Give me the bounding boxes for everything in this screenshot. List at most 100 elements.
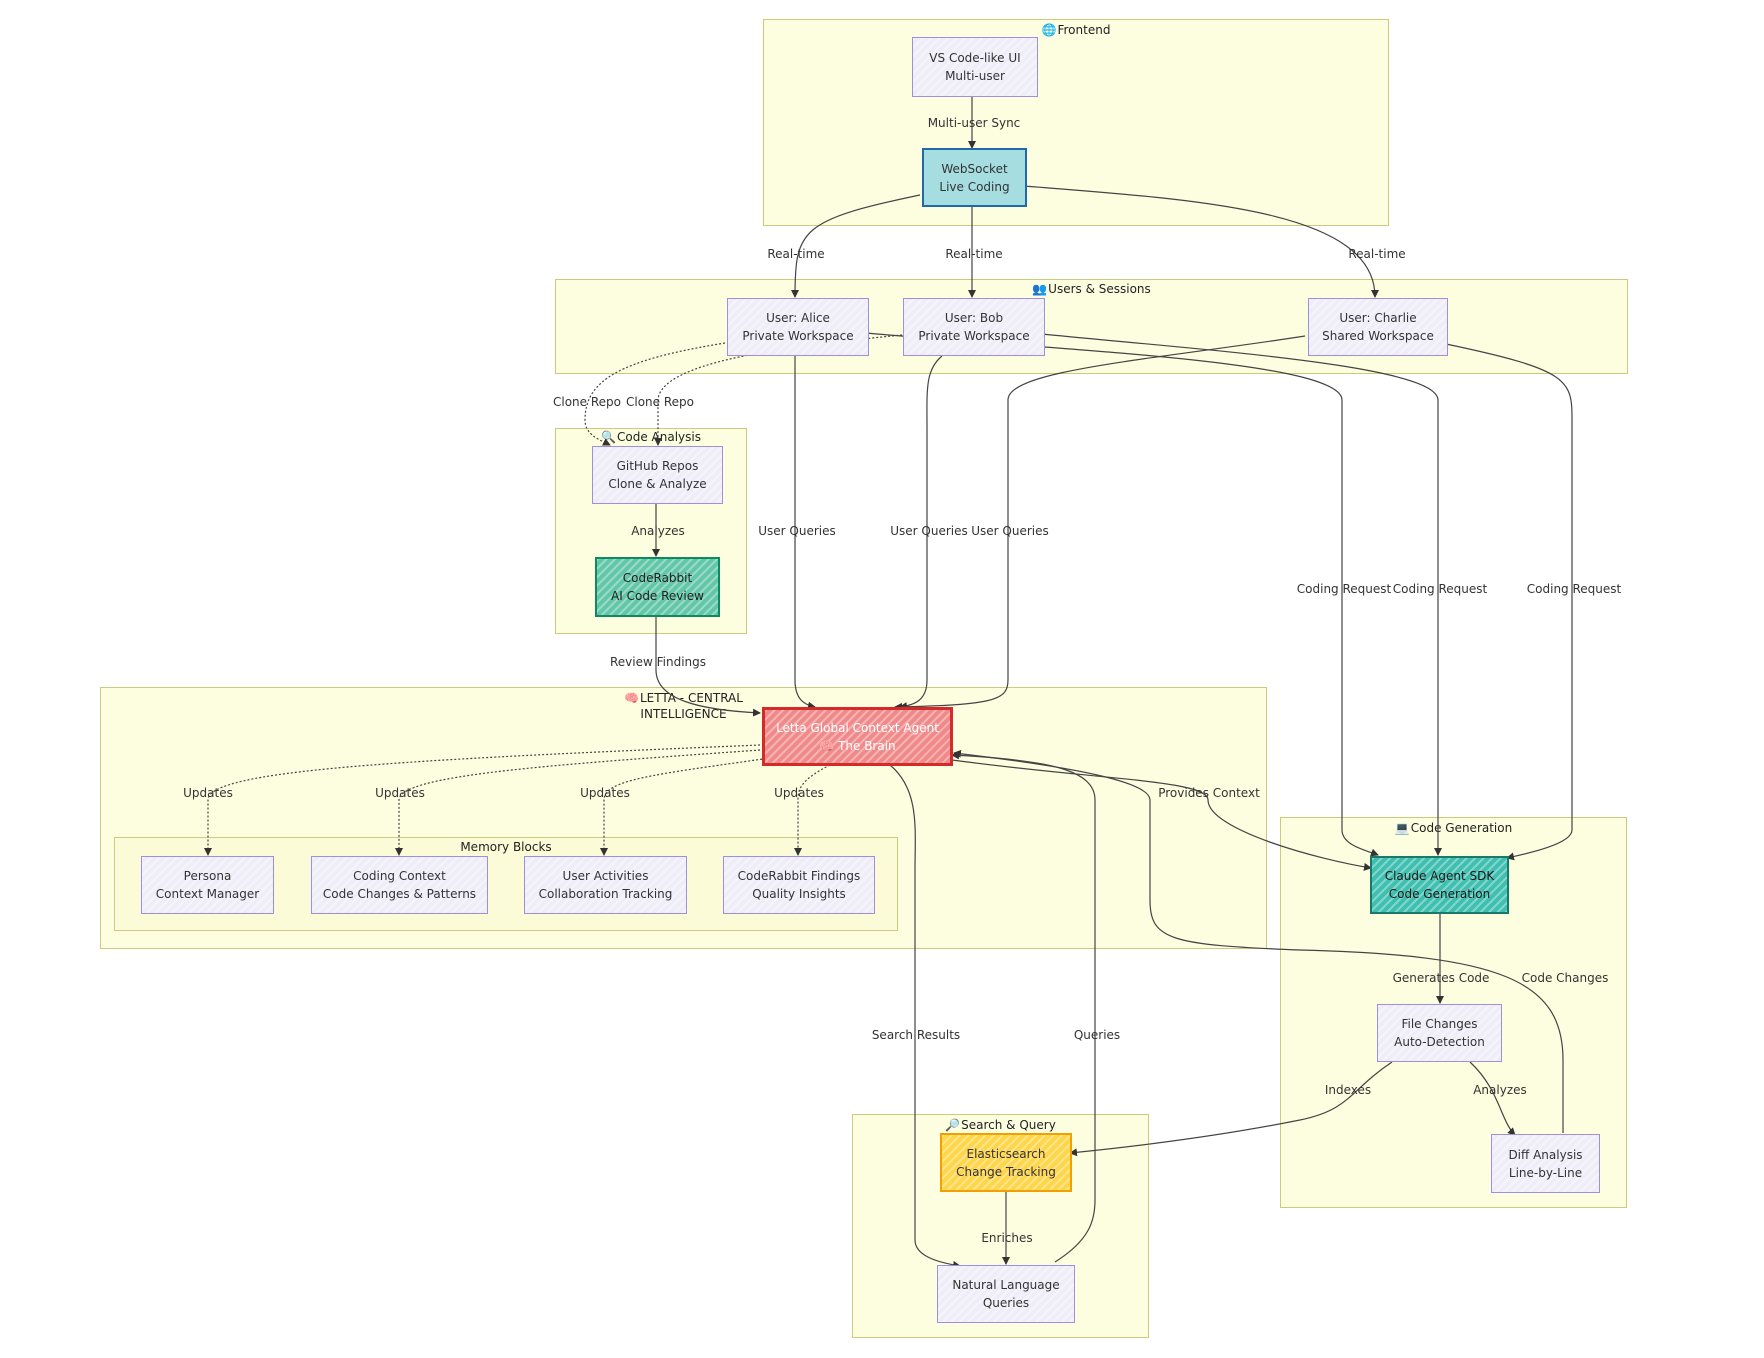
edge-file-changes-es bbox=[1069, 1061, 1393, 1157]
cluster-users-title: 👥Users & Sessions bbox=[556, 281, 1627, 297]
node-diff-analysis[interactable]: Diff Analysis Line-by-Line bbox=[1491, 1134, 1600, 1193]
node-elasticsearch[interactable]: Elasticsearch Change Tracking bbox=[940, 1133, 1072, 1192]
label-coding-request-3: Coding Request bbox=[1527, 582, 1622, 596]
node-charlie-line1: User: Charlie bbox=[1339, 311, 1417, 325]
label-multi-user-sync: Multi-user Sync bbox=[928, 116, 1021, 130]
edge-websocket-alice bbox=[791, 194, 921, 298]
label-search-results: Search Results bbox=[872, 1028, 960, 1042]
node-diff-line1: Diff Analysis bbox=[1508, 1147, 1583, 1162]
node-elasticsearch-line1: Elasticsearch bbox=[966, 1146, 1046, 1161]
label-updates-3: Updates bbox=[580, 786, 630, 800]
cluster-frontend-title: 🌐Frontend bbox=[764, 22, 1388, 38]
node-coderabbit-findings[interactable]: CodeRabbit Findings Quality Insights bbox=[723, 856, 875, 914]
node-bob-line2: Private Workspace bbox=[918, 329, 1030, 343]
edge-charlie-letta bbox=[894, 335, 1306, 711]
label-updates-4: Updates bbox=[774, 786, 824, 800]
node-persona-line1: Persona bbox=[183, 869, 232, 883]
node-github-repos[interactable]: GitHub Repos Clone & Analyze bbox=[592, 446, 723, 504]
node-user-activities-line2: Collaboration Tracking bbox=[538, 887, 673, 901]
node-cr-findings-line1: CodeRabbit Findings bbox=[737, 869, 861, 883]
node-persona[interactable]: Persona Context Manager bbox=[141, 856, 274, 914]
node-letta-agent[interactable]: Letta Global Context Agent 🧠 The Brain bbox=[762, 707, 953, 766]
node-nlq-line1: Natural Language bbox=[952, 1278, 1060, 1292]
node-file-changes[interactable]: File Changes Auto-Detection bbox=[1377, 1004, 1502, 1062]
node-nlq-line2: Queries bbox=[982, 1296, 1030, 1310]
edge-letta-claude bbox=[951, 759, 1372, 871]
node-coderabbit-line1: CodeRabbit bbox=[622, 571, 693, 585]
label-user-queries-bob: User Queries bbox=[890, 524, 968, 538]
node-coding-context-line1: Coding Context bbox=[353, 869, 446, 883]
node-claude-line1: Claude Agent SDK bbox=[1384, 869, 1495, 883]
node-websocket-line2: Live Coding bbox=[939, 179, 1010, 194]
label-enriches: Enriches bbox=[981, 1231, 1032, 1245]
cluster-frontend-label: Frontend bbox=[1057, 23, 1111, 37]
label-generates-code: Generates Code bbox=[1393, 971, 1490, 985]
brain-icon: 🧠 bbox=[624, 691, 639, 705]
cluster-letta-label-1: LETTA - CENTRAL bbox=[639, 691, 743, 705]
cluster-code-analysis-label: Code Analysis bbox=[616, 430, 701, 444]
label-user-queries-charlie: User Queries bbox=[971, 524, 1049, 538]
label-queries: Queries bbox=[1074, 1028, 1120, 1042]
edge-charlie-claude bbox=[1445, 343, 1573, 861]
cluster-search-title: 🔎Search & Query bbox=[853, 1117, 1148, 1133]
edge-letta-user-activities bbox=[600, 757, 771, 856]
label-clone-repo-1: Clone Repo bbox=[553, 395, 621, 409]
node-user-alice[interactable]: User: Alice Private Workspace bbox=[727, 298, 869, 356]
node-claude-line2: Code Generation bbox=[1388, 887, 1491, 901]
node-bob-line1: User: Bob bbox=[944, 311, 1004, 325]
edge-alice-letta bbox=[794, 356, 816, 710]
node-vscode-line2: Multi-user bbox=[945, 69, 1005, 83]
cluster-frontend: 🌐Frontend bbox=[763, 19, 1389, 226]
node-coding-context[interactable]: Coding Context Code Changes & Patterns bbox=[311, 856, 488, 914]
label-clone-repo-2: Clone Repo bbox=[626, 395, 694, 409]
cluster-users-label: Users & Sessions bbox=[1048, 282, 1151, 296]
node-websocket-line1: WebSocket bbox=[941, 161, 1008, 176]
edge-bob-github bbox=[654, 334, 903, 446]
label-analyzes-2: Analyzes bbox=[1473, 1083, 1527, 1097]
node-letta-line2: 🧠 The Brain bbox=[819, 738, 896, 753]
label-analyzes-1: Analyzes bbox=[631, 524, 685, 538]
edge-bob-claude bbox=[1041, 333, 1442, 856]
node-user-charlie[interactable]: User: Charlie Shared Workspace bbox=[1308, 298, 1448, 356]
edge-bob-letta bbox=[899, 355, 943, 711]
node-natural-language-queries[interactable]: Natural Language Queries bbox=[937, 1265, 1075, 1323]
node-coderabbit-line2: AI Code Review bbox=[611, 589, 704, 603]
label-provides-context: Provides Context bbox=[1158, 786, 1260, 800]
globe-icon: 🌐 bbox=[1041, 23, 1057, 37]
node-github-line2: Clone & Analyze bbox=[608, 477, 707, 491]
node-alice-line2: Private Workspace bbox=[742, 329, 854, 343]
node-vscode-line1: VS Code-like UI bbox=[929, 51, 1021, 65]
cluster-letta-label-2: INTELLIGENCE bbox=[640, 707, 727, 721]
cluster-memory-blocks-label: Memory Blocks bbox=[460, 840, 552, 854]
node-user-bob[interactable]: User: Bob Private Workspace bbox=[903, 298, 1045, 356]
cluster-memory-blocks-title: Memory Blocks bbox=[115, 839, 897, 855]
label-realtime-charlie: Real-time bbox=[1348, 247, 1405, 261]
node-coderabbit[interactable]: CodeRabbit AI Code Review bbox=[595, 557, 720, 617]
cluster-search-label: Search & Query bbox=[961, 1118, 1056, 1132]
edge-letta-persona bbox=[204, 744, 761, 856]
node-coding-context-line2: Code Changes & Patterns bbox=[322, 887, 477, 901]
edge-file-changes-diff bbox=[1469, 1061, 1516, 1136]
node-vscode-ui[interactable]: VS Code-like UI Multi-user bbox=[912, 37, 1038, 97]
node-websocket[interactable]: WebSocket Live Coding bbox=[922, 148, 1027, 207]
label-indexes: Indexes bbox=[1325, 1083, 1371, 1097]
label-review-findings: Review Findings bbox=[610, 655, 706, 669]
label-realtime-bob: Real-time bbox=[945, 247, 1002, 261]
cluster-letta-title: 🧠LETTA - CENTRAL INTELLIGENCE bbox=[101, 690, 1266, 722]
label-updates-2: Updates bbox=[375, 786, 425, 800]
node-claude-agent-sdk[interactable]: Claude Agent SDK Code Generation bbox=[1370, 856, 1509, 914]
label-realtime-alice: Real-time bbox=[767, 247, 824, 261]
edge-letta-nlq bbox=[889, 764, 961, 1269]
users-icon: 👥 bbox=[1032, 282, 1048, 296]
edge-nlq-letta bbox=[951, 751, 1096, 1263]
node-letta-line1: Letta Global Context Agent bbox=[776, 720, 939, 735]
node-user-activities[interactable]: User Activities Collaboration Tracking bbox=[524, 856, 687, 914]
cluster-code-generation-title: 💻Code Generation bbox=[1281, 820, 1626, 836]
node-persona-line2: Context Manager bbox=[155, 887, 260, 901]
node-user-activities-line1: User Activities bbox=[562, 869, 649, 883]
label-coding-request-2: Coding Request bbox=[1393, 582, 1488, 596]
edge-coderabbit-letta bbox=[655, 617, 761, 717]
edge-letta-coding-context bbox=[395, 749, 761, 856]
